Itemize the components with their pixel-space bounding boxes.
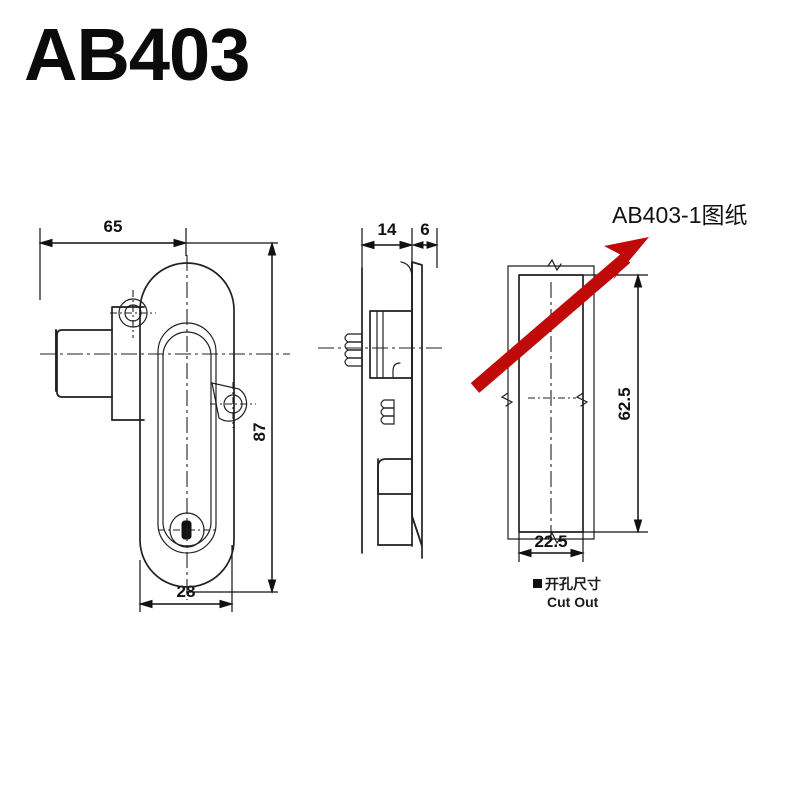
dimension-14: 14 <box>360 220 414 250</box>
dimension-87-label: 87 <box>250 423 269 442</box>
side-knob-body <box>369 310 413 379</box>
callout-label: AB403-1图纸 <box>612 202 748 228</box>
side-cam-shoulder <box>392 362 401 379</box>
side-latch-body <box>377 458 413 546</box>
front-view: 65 87 28 <box>38 217 290 612</box>
cutout-caption-cn: 开孔尺寸 <box>545 576 601 592</box>
dimension-22-5-label: 22.5 <box>534 532 567 551</box>
side-flange-top-round <box>400 261 413 279</box>
front-body-outer <box>139 262 235 588</box>
side-knurled-shaft <box>344 333 363 367</box>
dimension-6-label: 6 <box>420 220 429 239</box>
callout-arrow-head <box>604 237 649 280</box>
dimension-28: 28 <box>138 582 234 609</box>
dimension-14-label: 14 <box>378 220 397 239</box>
cutout-view: 62.5 22.5 <box>500 258 648 562</box>
front-recess-inner <box>162 331 212 547</box>
cutout-outer-rect <box>507 265 595 540</box>
cutout-break-left <box>500 392 514 407</box>
side-tip-taper <box>411 515 423 559</box>
front-mount-tab-lower <box>211 382 248 422</box>
side-latch-upper <box>377 466 413 495</box>
dimension-65-label: 65 <box>104 217 123 236</box>
dimension-65: 65 <box>38 217 188 248</box>
cutout-break-top <box>547 258 562 272</box>
cutout-caption-cn-row: 开孔尺寸 <box>533 576 601 594</box>
front-step-plate <box>111 306 145 421</box>
dimension-28-label: 28 <box>177 582 196 601</box>
dimension-62-5: 62.5 <box>615 273 643 534</box>
callout-arrow <box>470 237 649 393</box>
callout-arrow-shaft <box>470 253 631 393</box>
cutout-caption-en: Cut Out <box>547 593 599 610</box>
dimension-6: 6 <box>411 220 439 249</box>
cutout-caption: 开孔尺寸 Cut Out <box>533 576 601 611</box>
side-face-plate <box>411 261 423 547</box>
front-recess-outer <box>157 322 217 554</box>
front-left-boss <box>56 329 113 398</box>
dimension-87: 87 <box>250 241 277 594</box>
page-title: AB403 <box>24 13 250 96</box>
front-upper-tab-plate <box>111 306 129 421</box>
dimension-22-5: 22.5 <box>517 532 585 558</box>
side-view: 14 6 <box>318 220 446 559</box>
dimension-62-5-label: 62.5 <box>615 387 634 420</box>
side-spring-detail <box>380 399 395 425</box>
square-bullet-icon <box>533 579 542 588</box>
front-left-boss-outer <box>57 331 113 390</box>
cutout-break-right <box>575 392 589 407</box>
cutout-break-bottom <box>547 531 562 545</box>
side-latch-top <box>377 458 413 468</box>
